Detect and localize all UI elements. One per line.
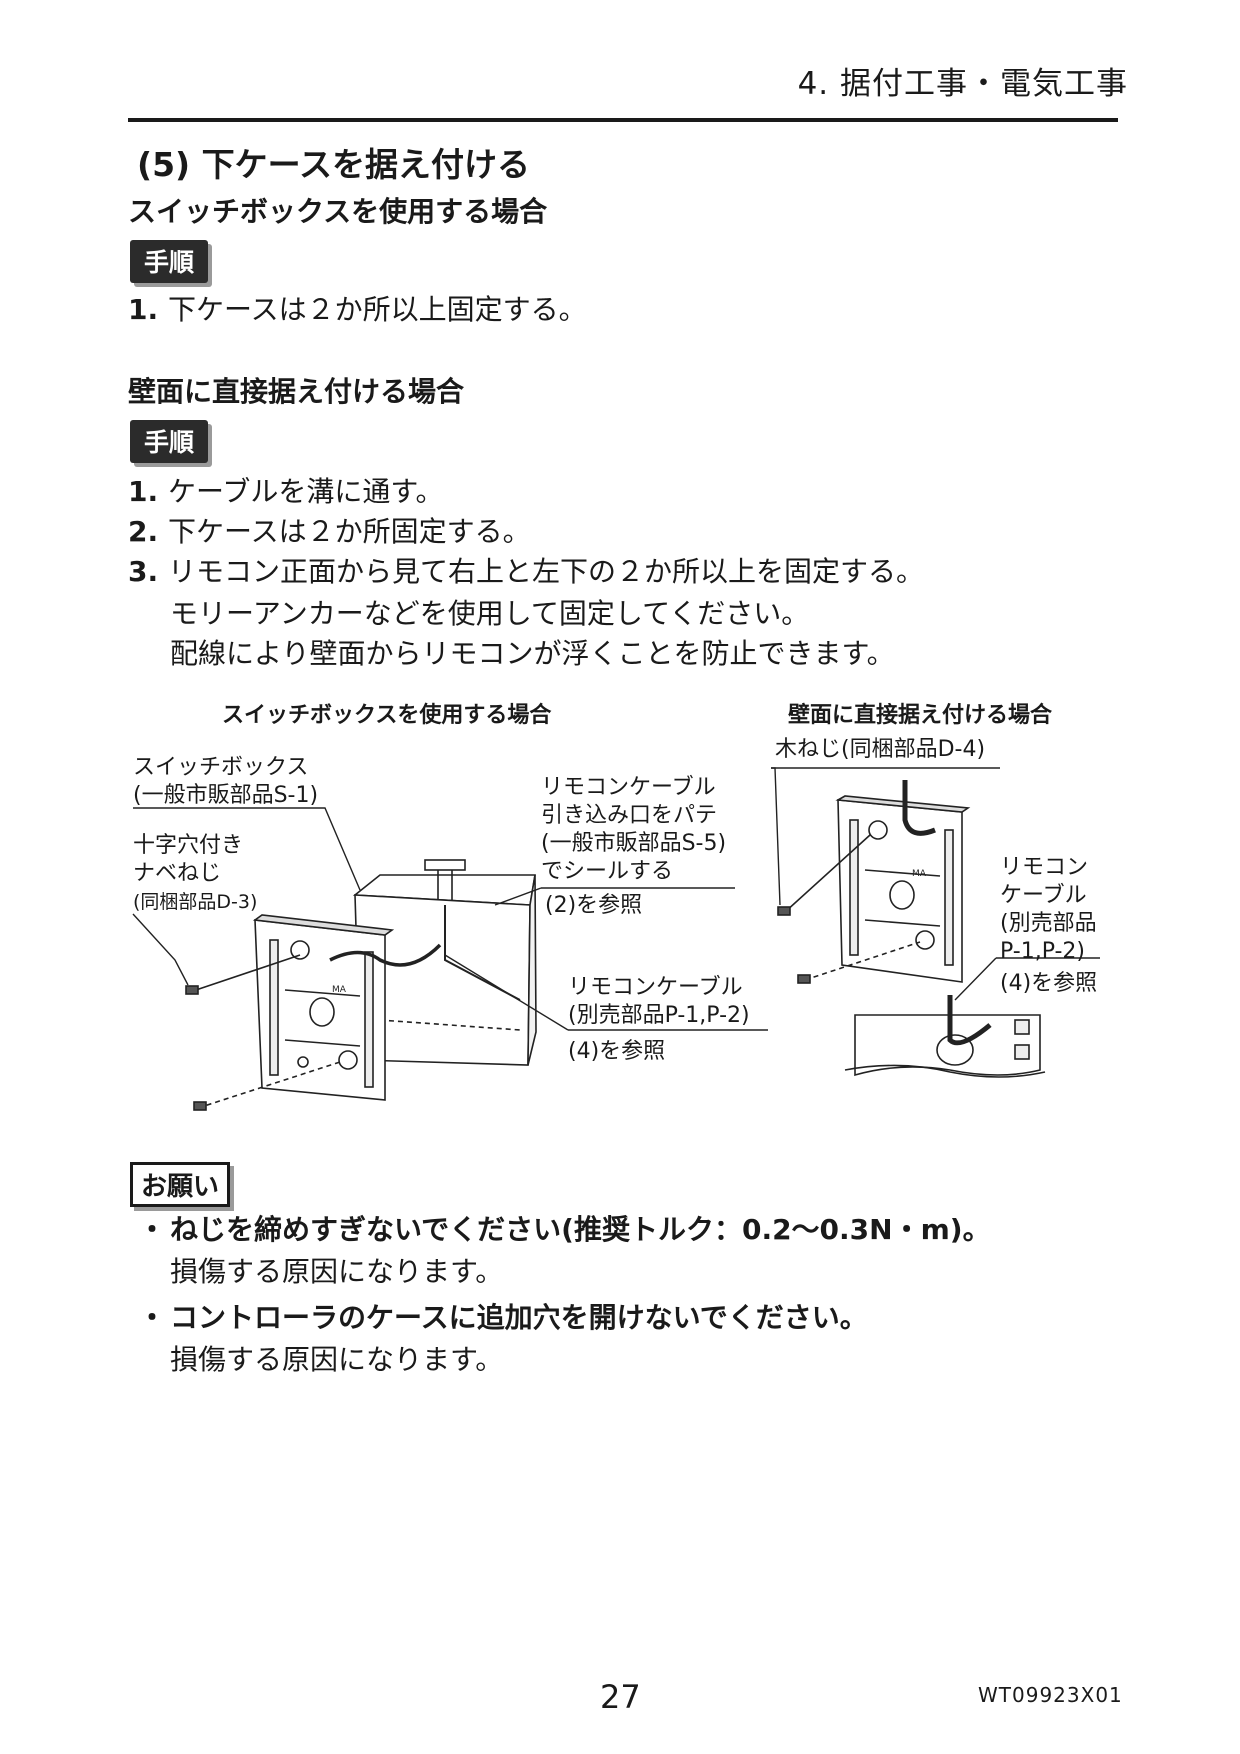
- label-putty-ref: (2)を参照: [545, 893, 643, 918]
- label-putty-3: (一般市販部品S-5): [541, 831, 727, 856]
- notice-text: コントローラのケースに追加穴を開けないでください。: [170, 1301, 868, 1334]
- notice-text: ねじを締めすぎないでください(推奨トルク：0.2〜0.3N・m)。: [170, 1213, 991, 1246]
- procedure-badge: 手順: [130, 420, 209, 463]
- switch-box-illustration: [352, 859, 537, 1066]
- screw-icons-right: [777, 834, 921, 984]
- switchbox-step-1: 1. 下ケースは２か所以上固定する。: [128, 288, 587, 328]
- step-number: 3.: [128, 555, 159, 588]
- label-cable-right-4: P-1,P-2): [1000, 939, 1086, 964]
- notice-reason-1: 損傷する原因になります。: [170, 1255, 504, 1288]
- chapter-title: 4. 据付工事・電気工事: [797, 66, 1128, 102]
- label-switchbox: スイッチボックス: [133, 755, 309, 780]
- label-putty-2: 引き込み口をパテ: [541, 803, 718, 828]
- label-cable-right-1: リモコン: [1000, 855, 1089, 880]
- wall-step-1: 1. ケーブルを溝に通す。: [128, 470, 444, 510]
- label-putty-4: でシールする: [541, 859, 674, 884]
- wall-step-3: 3. リモコン正面から見て右上と左下の２か所以上を固定する。: [128, 550, 924, 590]
- step-number: 2.: [128, 515, 159, 548]
- document-code: WT09923X01: [978, 1683, 1123, 1707]
- label-putty-1: リモコンケーブル: [541, 775, 716, 800]
- notice-item-2: ・コントローラのケースに追加穴を開けないでください。: [138, 1296, 868, 1336]
- svg-text:MA: MA: [912, 869, 927, 879]
- procedure-badge: 手順: [130, 240, 209, 283]
- page-number: 27: [600, 1678, 641, 1716]
- figure-left-heading: スイッチボックスを使用する場合: [222, 703, 552, 728]
- step-text: ケーブルを溝に通す。: [168, 475, 444, 508]
- figure-right-heading: 壁面に直接据え付ける場合: [788, 703, 1053, 728]
- label-cable-right-2: ケーブル: [1000, 883, 1087, 908]
- label-cable-left-ref: (4)を参照: [568, 1039, 666, 1064]
- label-screw-type: ナベねじ: [133, 861, 222, 886]
- wall-step-3-note-2: 配線により壁面からリモコンが浮くことを防止できます。: [170, 637, 895, 670]
- step-text: 下ケースは２か所固定する。: [168, 515, 531, 548]
- bullet-icon: ・: [138, 1301, 167, 1334]
- notice-badge: お願い: [130, 1162, 231, 1207]
- label-switchbox-part: (一般市販部品S-1): [133, 783, 319, 808]
- step-number: 1.: [128, 293, 159, 326]
- callout-leaders: [132, 767, 1100, 1031]
- label-cable-left-2: (別売部品P-1,P-2): [568, 1003, 750, 1028]
- wall-step-3-note-1: モリーアンカーなどを使用して固定してください。: [170, 597, 810, 630]
- section-title: (5) 下ケースを据え付ける: [137, 145, 530, 184]
- notice-reason-2: 損傷する原因になります。: [170, 1343, 504, 1376]
- label-cable-right-3: (別売部品: [1000, 911, 1097, 936]
- step-text: リモコン正面から見て右上と左下の２か所以上を固定する。: [168, 555, 925, 588]
- notice-item-1: ・ねじを締めすぎないでください(推奨トルク：0.2〜0.3N・m)。: [138, 1208, 991, 1248]
- label-cable-right-ref: (4)を参照: [1000, 971, 1098, 996]
- screw-icons-left: [185, 954, 341, 1111]
- label-wood-screw: 木ねじ(同梱部品D-4): [775, 737, 986, 762]
- lower-case-plate-right: MA: [835, 780, 971, 983]
- bullet-icon: ・: [138, 1213, 167, 1246]
- step-text: 下ケースは２か所以上固定する。: [168, 293, 587, 326]
- svg-text:MA: MA: [332, 985, 347, 995]
- lower-case-wall-section: [844, 995, 1046, 1078]
- label-screw-part: (同梱部品D-3): [133, 891, 258, 913]
- label-screw: 十字穴付き: [133, 833, 244, 858]
- switchbox-case-title: スイッチボックスを使用する場合: [128, 195, 548, 228]
- label-cable-left-1: リモコンケーブル: [568, 975, 743, 1000]
- step-number: 1.: [128, 475, 159, 508]
- wall-case-title: 壁面に直接据え付ける場合: [128, 375, 465, 408]
- lower-case-plate-left: MA: [252, 905, 521, 1101]
- wall-step-2: 2. 下ケースは２か所固定する。: [128, 510, 531, 550]
- header-rule: [128, 118, 1118, 122]
